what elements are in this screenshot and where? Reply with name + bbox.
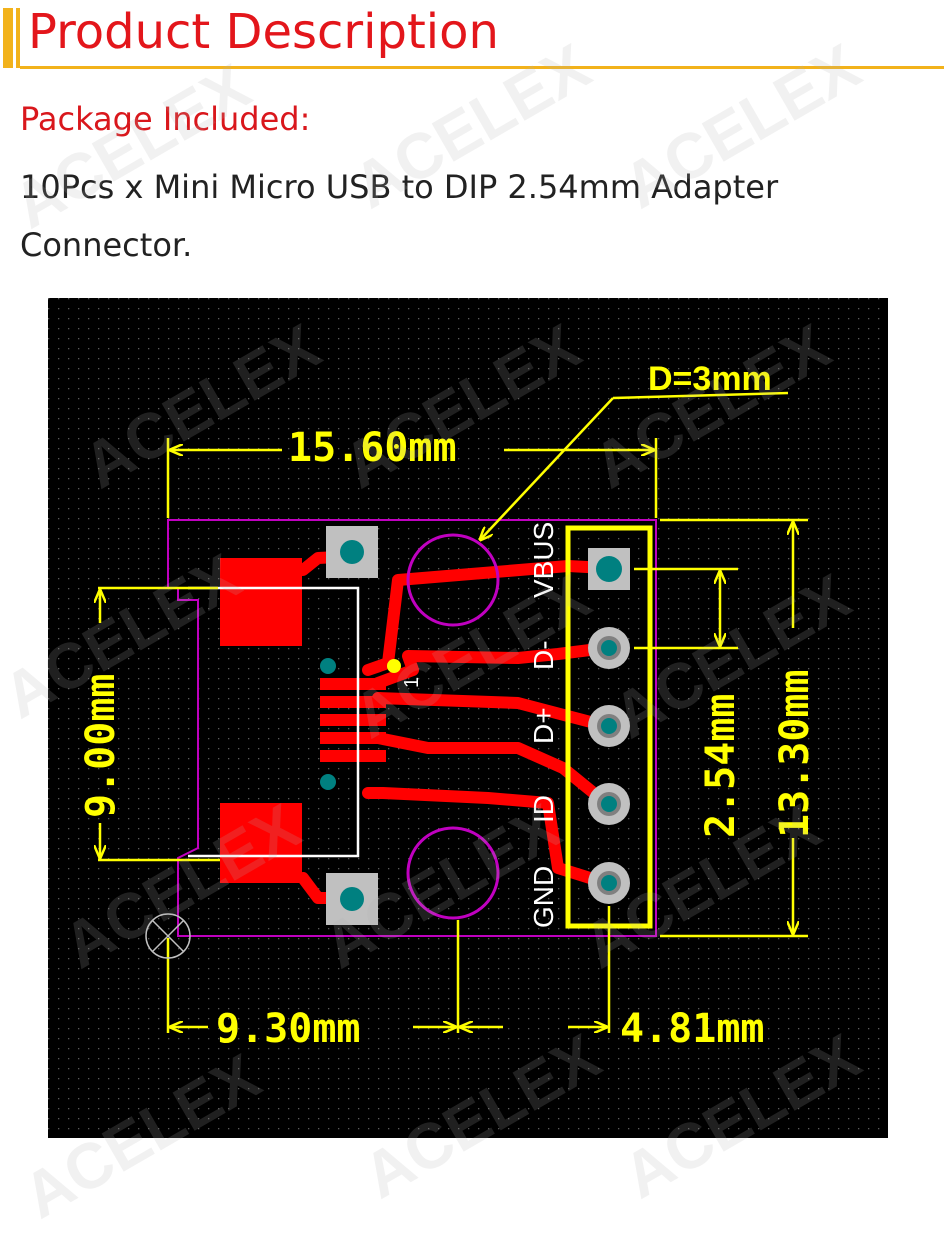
section-title: Product Description xyxy=(28,4,499,60)
package-label: Package Included: xyxy=(20,100,311,138)
pcb-drawing: VBUS D- D+ ID GND 1 xyxy=(48,298,888,1138)
pin-label-vbus: VBUS xyxy=(528,522,559,598)
dim-height-right: 13.30mm xyxy=(772,669,818,838)
pin-label-gnd: GND xyxy=(528,866,559,928)
usb-fingers xyxy=(320,678,386,762)
dim-width-top: 15.60mm xyxy=(288,425,457,471)
mount-hole-bottom xyxy=(406,826,500,920)
dim-hole-diameter: D=3mm xyxy=(648,360,772,398)
header-accent-bar-thin xyxy=(16,8,20,68)
pin-label-dminus: D- xyxy=(528,640,559,670)
connector-outline xyxy=(188,586,360,858)
mount-pads xyxy=(326,526,378,925)
dim-bottom-right: 4.81mm xyxy=(620,1006,765,1052)
smd-pad-top xyxy=(220,558,302,646)
section-header: Product Description xyxy=(0,0,944,72)
pin-one-marker: 1 xyxy=(401,677,423,688)
origin-marker xyxy=(145,913,191,959)
pcb-dimension-diagram: VBUS D- D+ ID GND 1 xyxy=(48,298,888,1138)
dim-bottom-left: 9.30mm xyxy=(216,1006,361,1052)
header-underline xyxy=(20,66,944,69)
pin-label-dplus: D+ xyxy=(528,707,559,744)
pin-label-id: ID xyxy=(528,795,559,823)
dimension-lines xyxy=(98,391,808,1033)
dim-height-left: 9.00mm xyxy=(78,674,124,819)
pin-header-pads xyxy=(588,548,630,904)
dim-pitch: 2.54mm xyxy=(698,694,744,839)
copper-traces xyxy=(297,550,612,904)
header-accent-bar xyxy=(3,8,13,68)
mount-hole-top xyxy=(406,533,500,627)
package-text: 10Pcs x Mini Micro USB to DIP 2.54mm Ada… xyxy=(20,168,779,264)
smd-pad-bottom xyxy=(220,803,302,883)
